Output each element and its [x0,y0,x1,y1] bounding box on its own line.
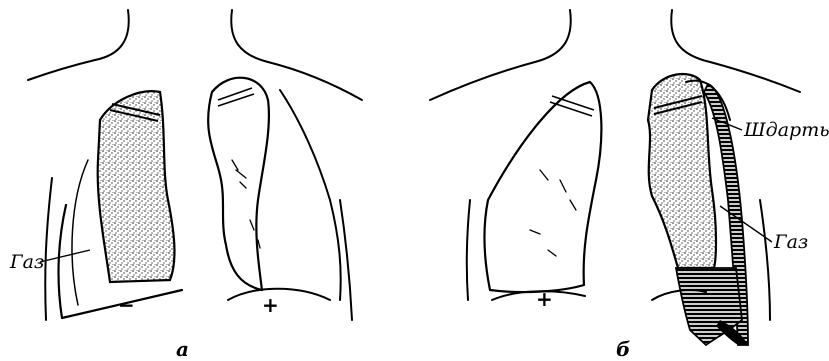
chest-wall-right-b [760,200,770,320]
panel-caption-a: а [176,337,189,361]
gas-pointer-a [40,250,90,262]
panel-a: Газ − + а [9,10,362,361]
minus-sign-a: − [118,293,135,317]
adhesions-label-b: Шдарты [743,119,829,141]
gas-label-b: Газ [773,231,808,253]
panel-b: Шдарты Газ + б [430,10,829,361]
diaphragm-a [228,289,330,300]
pleura-inner-left-a [72,160,88,305]
chest-wall-left-a [45,178,52,320]
neck-shoulder-left-b [430,10,571,100]
chest-wall-left-b [467,200,470,300]
neck-shoulder-right-a [231,10,362,100]
right-lung-a [208,78,269,290]
collapsed-lung-a [98,91,175,282]
collapsed-lung-b [648,74,716,268]
right-pleura-a [280,90,341,300]
plus-sign-b: + [536,287,553,311]
chest-wall-right-a [340,200,352,320]
panel-caption-b: б [616,337,630,361]
gas-label-a: Газ [9,251,44,273]
neck-shoulder-left-a [28,10,129,80]
plus-sign-a: + [262,293,279,317]
